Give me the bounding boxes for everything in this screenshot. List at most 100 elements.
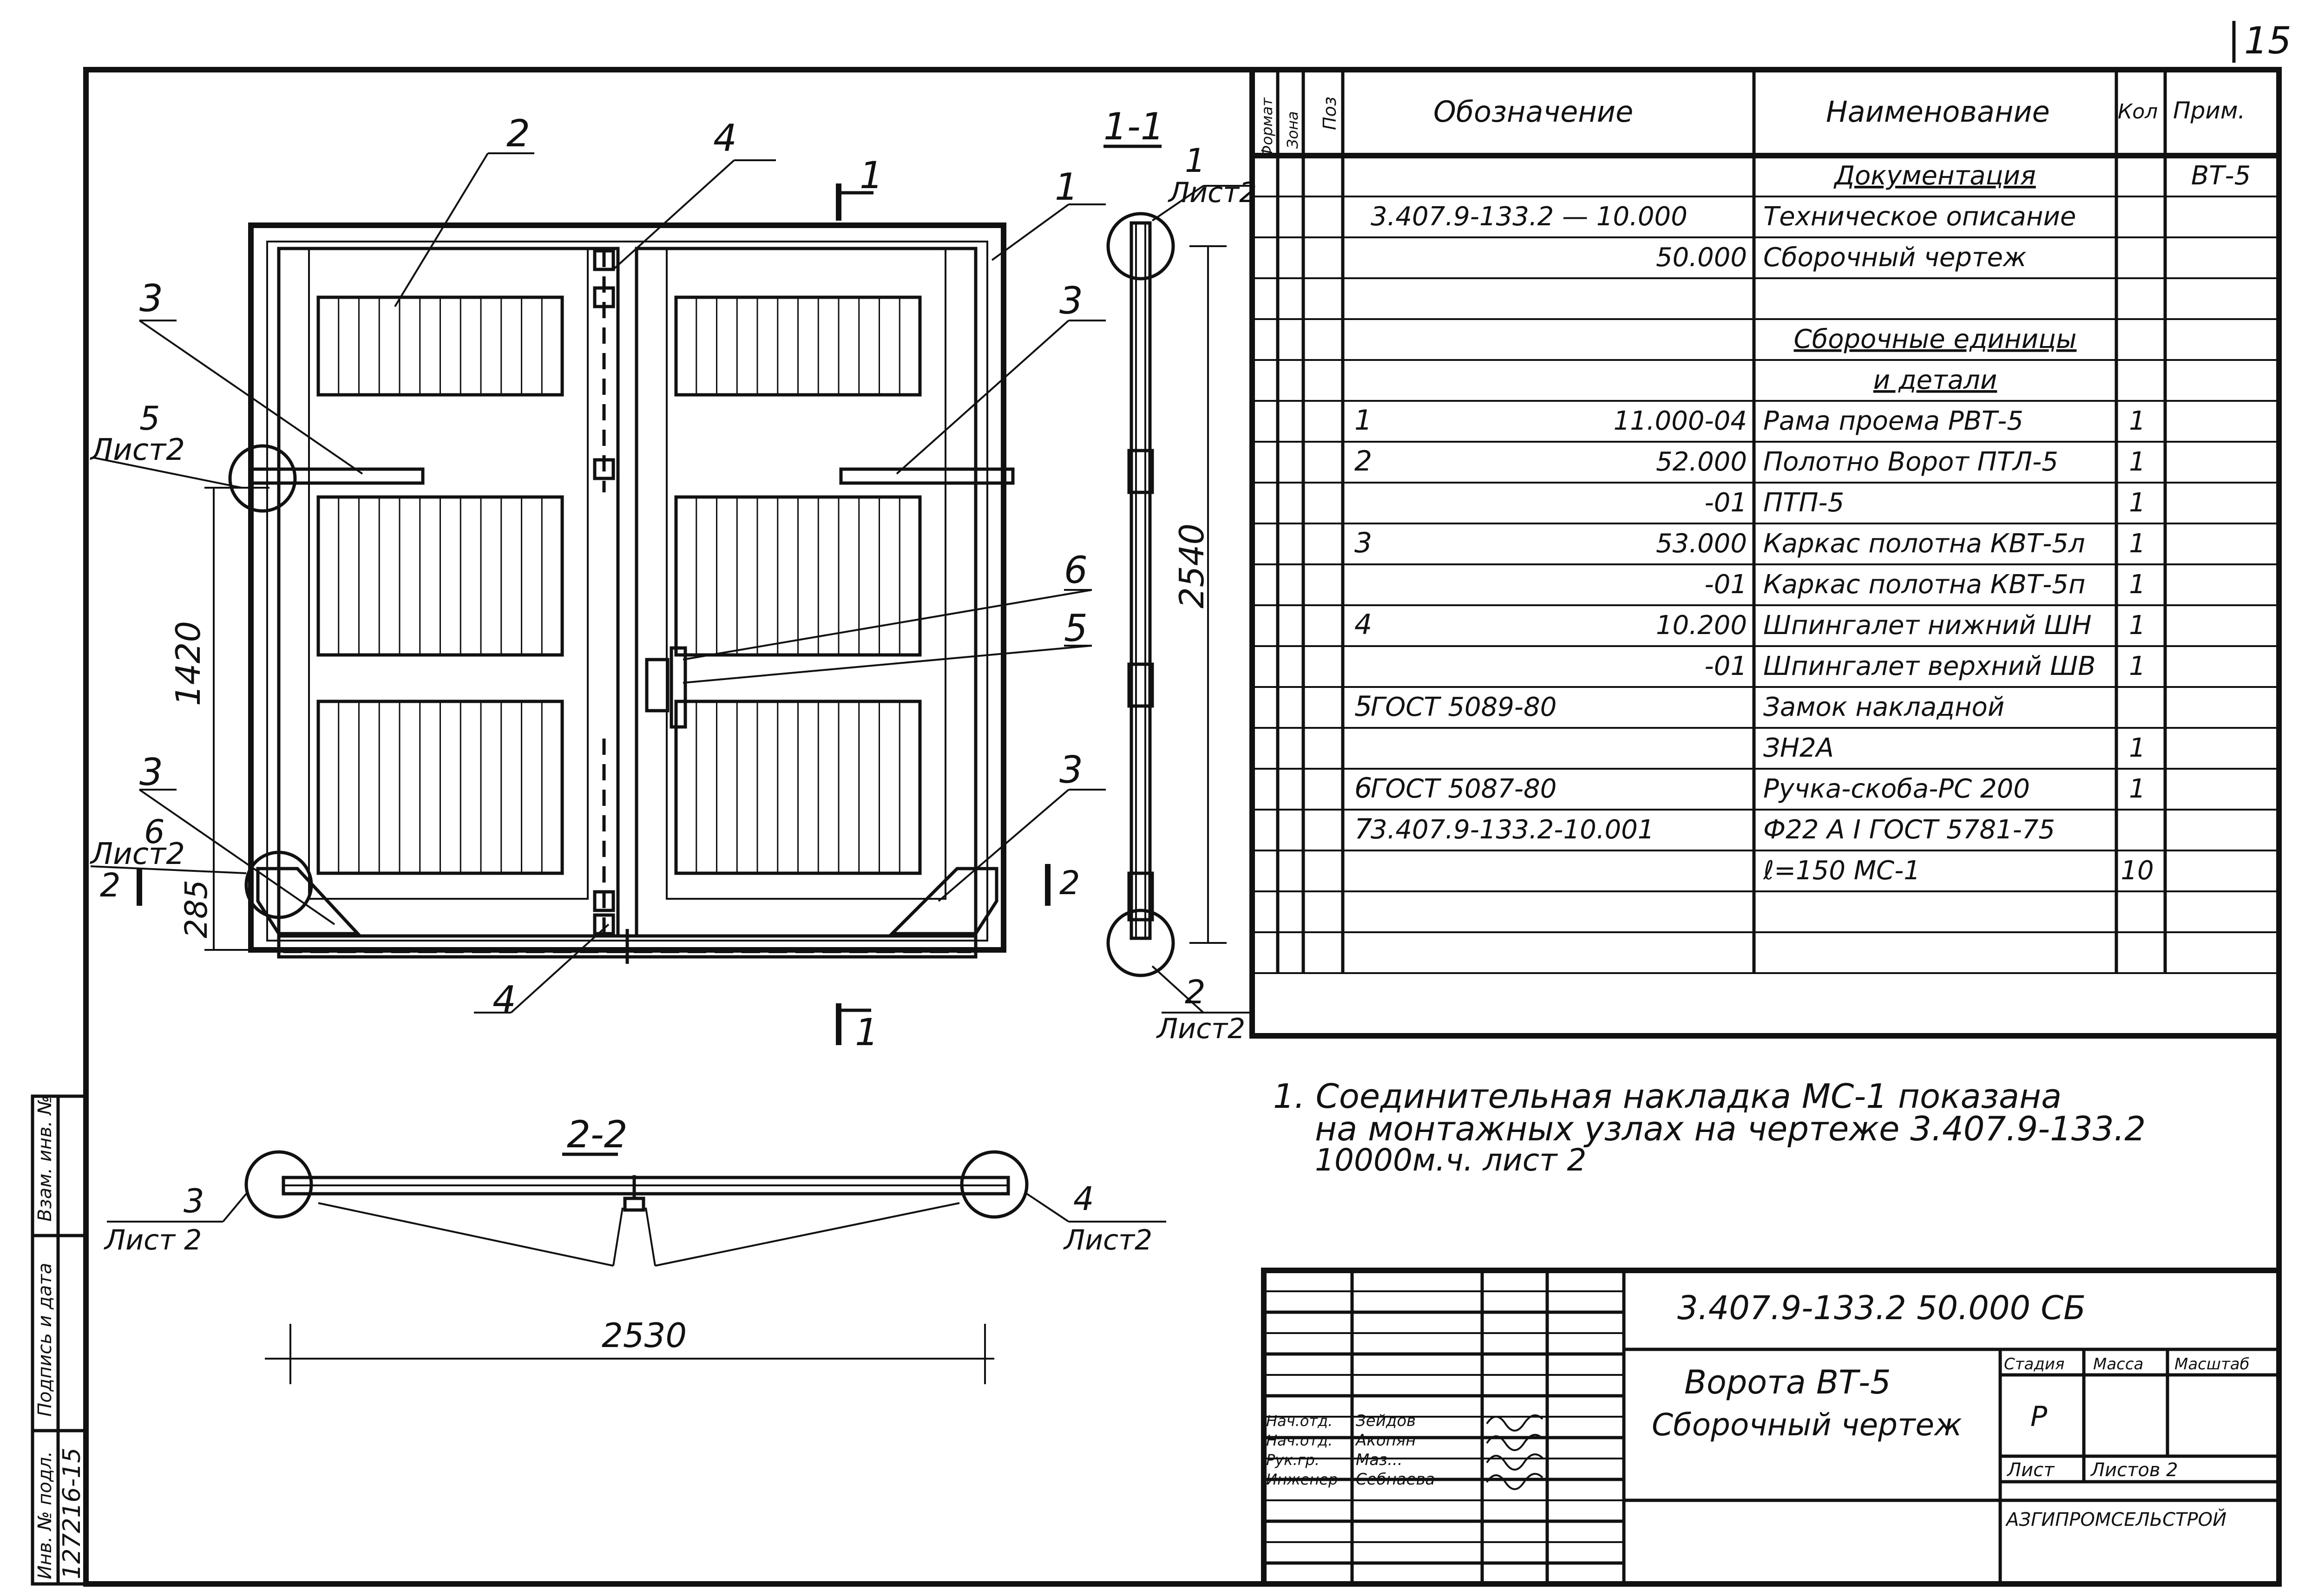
signature-role: Нач.отд. bbox=[1266, 1412, 1333, 1430]
spec-cell-designation: ГОСТ 5089-80 bbox=[1371, 692, 1556, 722]
signature-role: Нач.отд. bbox=[1266, 1432, 1333, 1449]
spec-cell-pos: 2 bbox=[1354, 445, 1372, 477]
section-2-2-callout-3: 3 bbox=[184, 1182, 204, 1220]
detail-circle-6 bbox=[244, 850, 313, 919]
signature-grid bbox=[1264, 1270, 1624, 1584]
bolt-top bbox=[593, 249, 615, 492]
callout-6-left: 6 bbox=[144, 813, 165, 851]
note-line-1: 1. Соединительная накладка МС-1 показана bbox=[1273, 1077, 2062, 1116]
cut-2-right: 2 bbox=[1059, 864, 1080, 902]
spec-cell-designation: 3.407.9-133.2-10.001 bbox=[1371, 815, 1654, 845]
signature-scribble bbox=[1486, 1434, 1543, 1451]
handle bbox=[670, 646, 687, 729]
spec-cell-qty: 1 bbox=[2129, 651, 2146, 681]
lock bbox=[645, 658, 670, 713]
dim-285-label: 285 bbox=[178, 880, 214, 938]
dim-1420: 1420 bbox=[169, 487, 269, 951]
spec-cell-name: ЗН2А bbox=[1763, 733, 1834, 763]
signature-name: Акопян bbox=[1355, 1431, 1416, 1450]
signature-row: Нач.отд. Акопян bbox=[1266, 1431, 1543, 1451]
section-1-1-sheet-ref-top: Лист2 bbox=[1168, 177, 1257, 209]
title-block: 3.407.9-133.2 50.000 СБ Ворота ВТ-5 Сбор… bbox=[1261, 1268, 2282, 1587]
spec-cell-qty: 1 bbox=[2129, 488, 2146, 518]
title-block-frame bbox=[1261, 1268, 2282, 1587]
callout-3-right-top: 3 bbox=[1059, 279, 1083, 322]
spec-cell-pos: 7 bbox=[1354, 813, 1372, 845]
mass-label: Масса bbox=[2093, 1355, 2143, 1374]
cut-2-left: 2 bbox=[100, 866, 121, 904]
brace-left bbox=[249, 467, 425, 485]
spec-cell-name: Рама проема РВТ-5 bbox=[1763, 406, 2023, 436]
spec-cell-name: Шпингалет верхний ШВ bbox=[1763, 651, 2096, 681]
spec-cell-note: ВТ-5 bbox=[2191, 161, 2251, 191]
callout-2: 2 bbox=[506, 112, 530, 155]
page-number: 15 bbox=[2244, 19, 2292, 62]
header-pos: Поз bbox=[1320, 97, 1340, 130]
header-note: Прим. bbox=[2173, 97, 2245, 124]
spec-cell-designation: 3.407.9-133.2 — 10.000 bbox=[1371, 202, 1688, 232]
document-code: 3.407.9-133.2 50.000 СБ bbox=[1677, 1289, 2086, 1327]
spec-cell-name: Шпингалет нижний ШН bbox=[1763, 610, 2092, 641]
header-name: Наименование bbox=[1826, 95, 2050, 129]
spec-cell-designation: 53.000 bbox=[1656, 529, 1747, 559]
spec-cell-designation: -01 bbox=[1705, 488, 1747, 518]
section-1-1-callout-1: 1 bbox=[1185, 142, 1206, 180]
sheet-ref-6: Лист2 bbox=[90, 837, 185, 871]
header-format: Формат bbox=[1258, 97, 1276, 158]
spec-cell-name: Полотно Ворот ПТЛ-5 bbox=[1763, 447, 2058, 477]
spec-cell-qty: 1 bbox=[2129, 529, 2146, 559]
spec-cell-designation: -01 bbox=[1705, 569, 1747, 600]
spec-cell-name: Каркас полотна КВТ-5п bbox=[1763, 569, 2085, 600]
replace-label: Взам. инв. № bbox=[34, 1095, 56, 1222]
section-2-2-callout-4: 4 bbox=[1073, 1180, 1094, 1218]
spec-grid bbox=[1252, 70, 2279, 974]
signature-role: Рук.гр. bbox=[1266, 1451, 1320, 1469]
callouts-front: 2 4 1 3 3 3 3 4 6 5 5 Лист2 6 Лист bbox=[90, 112, 1106, 1021]
section-1-1-title: 1-1 bbox=[1103, 105, 1164, 148]
section-1-1: 1-1 2540 1 Лист2 2 Лист2 bbox=[1103, 105, 1257, 1045]
signature-name: Себнаева bbox=[1356, 1470, 1435, 1489]
opening-frame bbox=[248, 222, 1006, 953]
callout-1: 1 bbox=[1055, 165, 1078, 209]
section-2-2-sheet-ref-left: Лист 2 bbox=[104, 1224, 202, 1256]
spec-cell-pos: 6 bbox=[1354, 772, 1372, 805]
corner-bracket-left bbox=[256, 867, 362, 935]
spec-table: Формат Зона Поз Обозначение Наименование… bbox=[1249, 67, 2282, 1039]
spec-cell-qty: 10 bbox=[2121, 856, 2154, 886]
spec-cell-name: ℓ=150 МС-1 bbox=[1763, 856, 1920, 886]
dim-285: 285 bbox=[178, 873, 215, 950]
signature-rows: Нач.отд.ЗейдовНач.отд.АкопянРук.гр.Маз..… bbox=[1266, 1412, 1543, 1490]
header-zone: Зона bbox=[1284, 111, 1301, 149]
corner-bracket-right bbox=[888, 867, 998, 935]
detail-circle-5 bbox=[228, 444, 297, 513]
section-1-1-body bbox=[1130, 221, 1152, 940]
spec-cell-qty: 1 bbox=[2129, 610, 2146, 641]
note-line-2: на монтажных узлах на чертеже 3.407.9-13… bbox=[1315, 1109, 2146, 1148]
spec-cell-qty: 1 bbox=[2129, 447, 2146, 477]
cut-mark-bottom-label: 1 bbox=[855, 1011, 879, 1054]
title-line-2: Сборочный чертеж bbox=[1652, 1407, 1962, 1443]
spec-cell-designation: 10.200 bbox=[1656, 610, 1747, 641]
inv-number: 127216-15 bbox=[58, 1448, 86, 1579]
header-qty: Кол bbox=[2118, 100, 2158, 124]
title-line-1: Ворота ВТ-5 bbox=[1684, 1363, 1891, 1401]
spec-cell-designation: ГОСТ 5087-80 bbox=[1371, 774, 1556, 804]
callout-5-left: 5 bbox=[139, 399, 160, 438]
brace-right bbox=[839, 467, 1015, 485]
section-2-2-title: 2-2 bbox=[567, 1113, 628, 1156]
spec-cell-qty: 1 bbox=[2129, 774, 2146, 804]
left-strip: Взам. инв. № Подпись и дата Инв. № подл.… bbox=[31, 1094, 88, 1586]
spec-row: Сборочные единицы bbox=[1794, 324, 2077, 354]
scale-label: Масштаб bbox=[2174, 1355, 2250, 1374]
sign-label: Подпись и дата bbox=[34, 1263, 56, 1417]
signature-name: Маз... bbox=[1356, 1451, 1403, 1469]
